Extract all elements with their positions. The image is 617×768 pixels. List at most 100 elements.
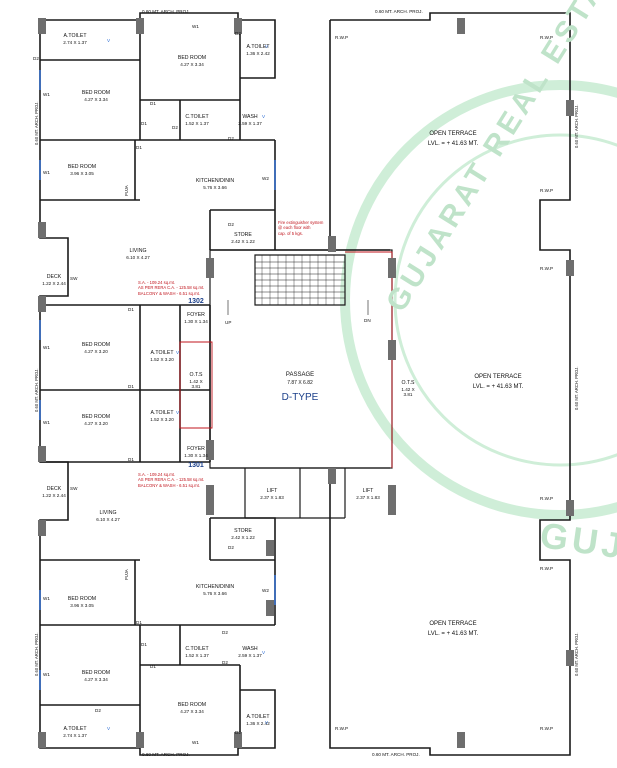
plan-type-label: D-TYPE [281,392,319,403]
tag-v: V [176,410,180,415]
tag-d2: D2 [222,630,228,635]
tag-d2: D2 [228,222,234,227]
proj-bottom-right: 0.60 MT. ARCH. PROJ. [372,752,420,757]
tag-d1: D1 [150,664,156,669]
tag-puja: PUJA [124,569,129,580]
tag-v: V [265,720,269,725]
proj-right-upper: 0.60 MT. ARCH. PROJ. [574,104,579,148]
tag-sw: SW [70,276,78,281]
tag-w1: W1 [192,740,199,745]
tag-d1: D1 [128,384,134,389]
columns [38,18,574,748]
tag-w1: W1 [192,24,199,29]
rwp-label: R.W.P [540,566,554,571]
rwp-label: R.W.P [540,726,554,731]
tag-v: V [262,650,266,655]
area-note: S.A. - 109.24 sq.mt.AS PER RERA C.A. - 1… [138,472,205,488]
unit-number: 1302 [188,298,204,305]
rwp-label: R.W.P [540,496,554,501]
proj-top: 0.60 MT. ARCH. PROJ. [142,9,190,14]
tag-d2: D2 [235,730,241,735]
tag-w1: W1 [43,170,50,175]
tag-w1: W1 [43,596,50,601]
tag-v: V [176,350,180,355]
proj-top-right: 0.60 MT. ARCH. PROJ. [375,9,423,14]
rwp-label: R.W.P [540,266,554,271]
left-unit-walls [39,12,390,756]
proj-left-mid: 0.60 MT. ARCH. PROJ. [34,368,39,412]
tag-d2: D2 [235,31,241,36]
tag-w2: W2 [262,176,269,181]
tag-v: V [265,44,269,49]
unit-number: 1301 [188,462,204,469]
stair-up-label: UP [225,320,232,325]
tag-d1: D1 [141,121,147,126]
proj-left-lower: 0.60 MT. ARCH. PROJ. [34,632,39,676]
stair-down-label: DN [364,318,371,323]
tag-w1: W1 [43,345,50,350]
tag-w1: W1 [43,92,50,97]
windows [39,70,276,690]
tag-w1: W1 [43,672,50,677]
tag-d2: D2 [95,708,101,713]
tag-puja: PUJA [124,185,129,196]
tag-v: V [262,114,266,119]
tag-d2: D2 [228,136,234,141]
tag-v: V [107,38,111,43]
proj-left-upper: 0.60 MT. ARCH. PROJ. [34,101,39,145]
proj-right-lower: 0.60 MT. ARCH. PROJ. [574,632,579,676]
tag-d1: D1 [128,307,134,312]
tag-d2: D2 [172,125,178,130]
tag-w2: W2 [262,588,269,593]
unit-red-outline [179,251,393,468]
tag-d1: D1 [136,620,142,625]
tag-sw: SW [70,486,78,491]
terrace-walls [329,12,571,756]
tag-d2: D2 [222,660,228,665]
tag-d2: D2 [228,545,234,550]
rwp-label: R.W.P [335,35,349,40]
proj-bottom: 0.60 MT. ARCH. PROJ. [142,752,190,757]
fire-note: Fire extinguisher system@ each floor wit… [278,220,324,236]
rwp-label: R.W.P [335,726,349,731]
proj-right-mid: 0.60 MT. ARCH. PROJ. [574,366,579,410]
tag-d1: D1 [150,101,156,106]
area-note: S.A. - 109.24 sq.mt.AS PER RERA C.A. - 1… [138,280,205,296]
rwp-label: R.W.P [540,188,554,193]
tag-d1: D1 [141,642,147,647]
rwp-label: R.W.P [540,35,554,40]
tag-d2: D2 [33,56,39,61]
